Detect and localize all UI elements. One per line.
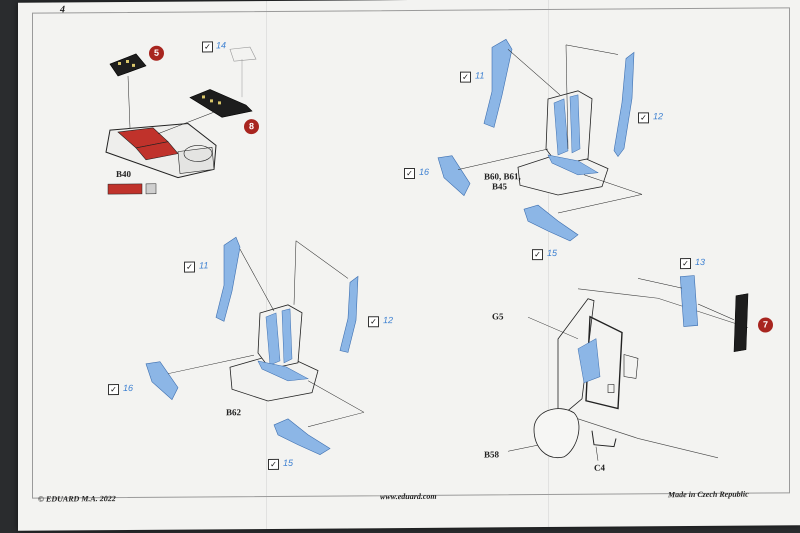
assembly-illustrations — [105, 38, 749, 461]
strap-11-bottom — [215, 236, 241, 322]
strap-12-bottom — [339, 275, 359, 353]
part-number-13: 13 — [695, 256, 706, 268]
paint-swatch-red — [107, 183, 143, 195]
part-label-b62: B62 — [226, 407, 242, 418]
footer-url: www.eduard.com — [380, 491, 437, 502]
part-checkbox-12-top[interactable]: ✓ — [638, 112, 649, 124]
part-number-15-bottom: 15 — [283, 457, 294, 468]
door-frame-drawing — [557, 288, 749, 459]
seat-upper-drawing — [517, 90, 609, 196]
footer-copyright: © EDUARD M.A. 2022 — [38, 494, 116, 504]
part-number-15-top: 15 — [547, 247, 558, 259]
part-number-11-top: 11 — [475, 70, 485, 81]
part-number-12-top: 12 — [653, 111, 664, 122]
part-checkbox-16-bottom[interactable]: ✓ — [108, 384, 119, 396]
strap-12-top — [613, 51, 635, 158]
strap-11-top — [483, 38, 513, 128]
part-label-b40: B40 — [116, 168, 132, 180]
part-checkbox-16-top[interactable]: ✓ — [404, 167, 415, 180]
part-number-11-bottom: 11 — [199, 260, 209, 271]
step-marker-5: 5 — [149, 45, 164, 61]
part-checkbox-11-top[interactable]: ✓ — [460, 71, 471, 83]
part-checkbox-15-bottom[interactable]: ✓ — [268, 458, 279, 470]
part-label-c4: C4 — [594, 462, 605, 473]
part-label-b45: B45 — [492, 181, 508, 192]
part-checkbox-12-bottom[interactable]: ✓ — [368, 316, 379, 328]
etch-panel-5 — [109, 53, 147, 77]
console-b40-drawing — [105, 123, 217, 179]
part-checkbox-15-top[interactable]: ✓ — [532, 249, 543, 261]
strap-15-bottom — [273, 418, 331, 455]
seat-lower-drawing — [229, 304, 319, 402]
part-checkbox-14[interactable]: ✓ — [202, 41, 213, 53]
paint-swatch-metal — [145, 183, 157, 195]
etch-panel-8 — [189, 89, 253, 118]
part-checkbox-11-bottom[interactable]: ✓ — [184, 261, 195, 273]
step-marker-7: 7 — [758, 317, 773, 333]
part-label-b58: B58 — [484, 449, 500, 460]
strap-15-top — [523, 204, 579, 242]
panel-13 — [679, 275, 699, 327]
etch-panel-7 — [733, 293, 749, 353]
step-marker-8: 8 — [244, 119, 259, 135]
part-number-12-bottom: 12 — [383, 315, 394, 326]
part-checkbox-13[interactable]: ✓ — [680, 258, 691, 270]
handle-c4-drawing — [591, 430, 617, 448]
part-number-16-bottom: 16 — [123, 382, 134, 393]
part-label-b60-b61: B60, B61, — [484, 171, 521, 182]
part-number-16-top: 16 — [419, 166, 430, 177]
part-label-g5: G5 — [492, 311, 504, 322]
instruction-sheet: 4 — [18, 0, 800, 531]
strap-16-bottom — [145, 361, 179, 401]
canopy-b58-drawing — [533, 408, 580, 459]
footer-origin: Made in Czech Republic — [668, 489, 749, 500]
part-number-14: 14 — [216, 40, 227, 51]
strap-16-top — [437, 155, 471, 197]
